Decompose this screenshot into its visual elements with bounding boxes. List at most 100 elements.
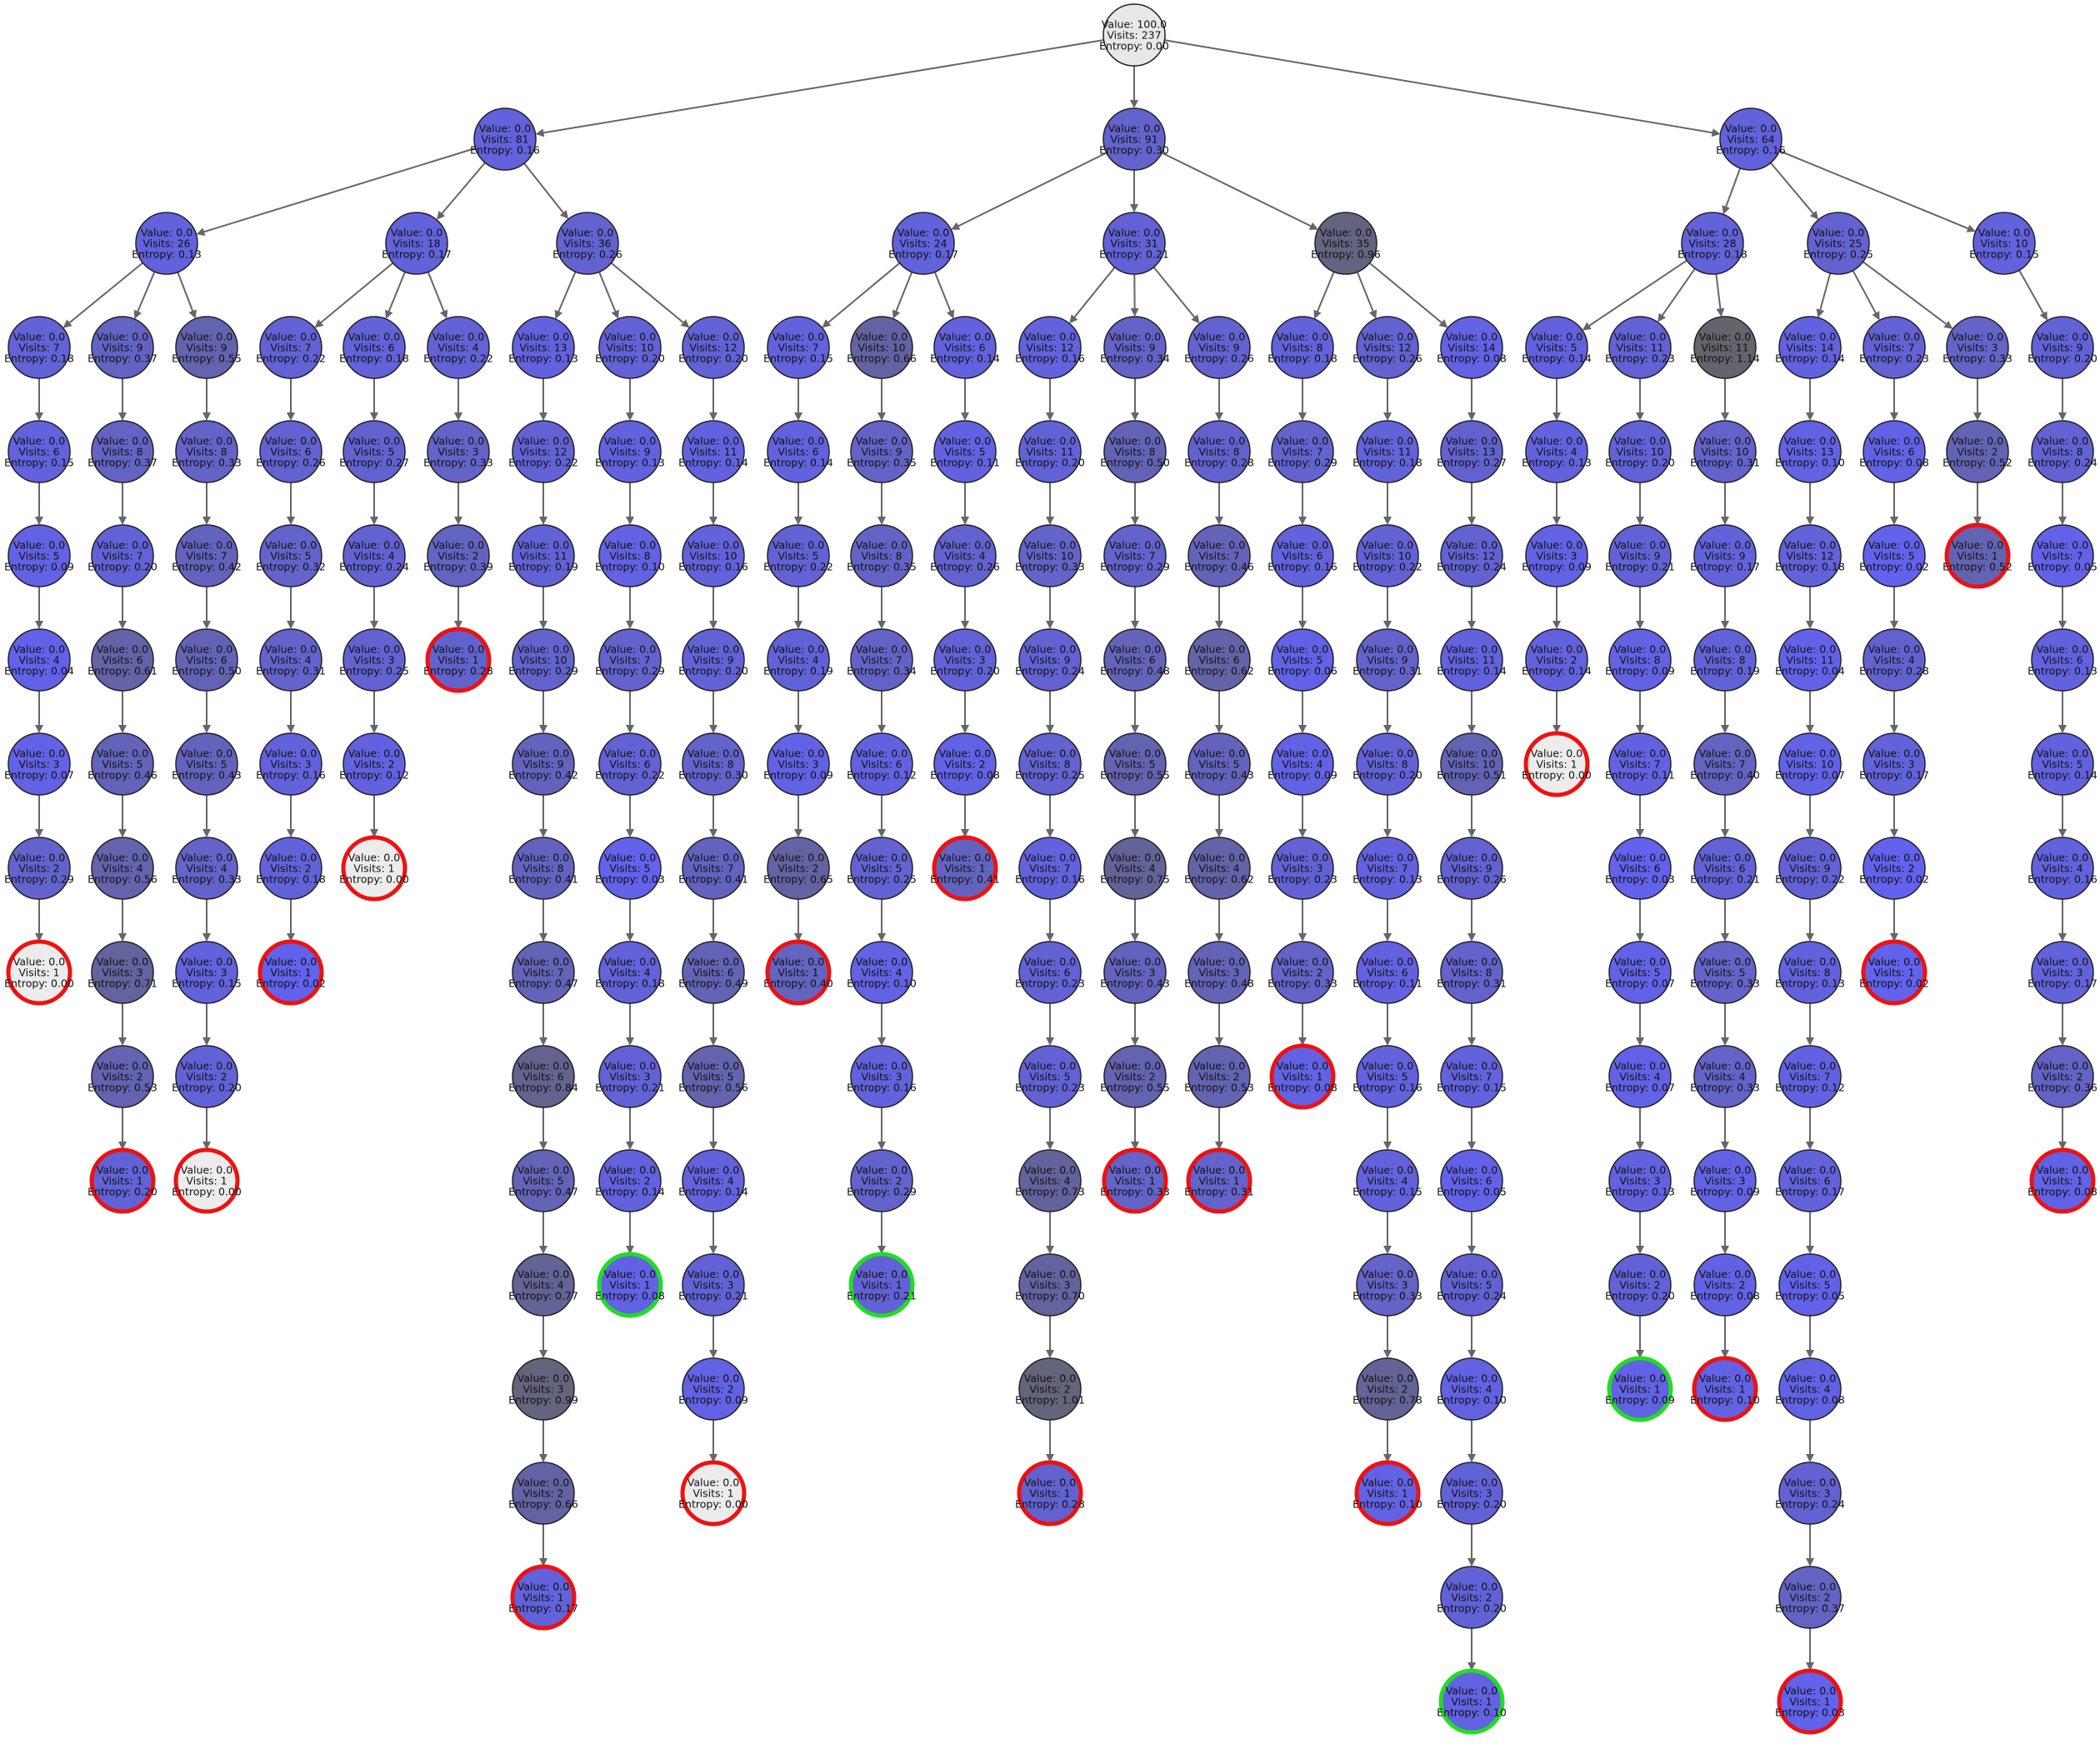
tree-edge — [610, 262, 689, 327]
node-value-label: Value: 0.0 — [1193, 956, 1245, 968]
node-circle — [91, 316, 154, 379]
node-entropy-label: Entropy: 0.08 — [1690, 1290, 1760, 1302]
node-visits-label: Visits: 6 — [18, 446, 59, 458]
node-visits-label: Visits: 7 — [1114, 550, 1155, 562]
node-visits-label: Visits: 13 — [519, 342, 567, 354]
node-circle — [1018, 1357, 1082, 1421]
node-entropy-label: Entropy: 0.24 — [1015, 665, 1085, 677]
node-value-label: Value: 0.0 — [1614, 1164, 1666, 1177]
edge-arrowhead — [1468, 1246, 1476, 1254]
edge-arrowhead — [35, 412, 43, 421]
node-value-label: Value: 0.0 — [1109, 1164, 1161, 1177]
node-visits-label: Visits: 18 — [392, 237, 440, 250]
node-visits-label: Visits: 5 — [944, 446, 985, 458]
edge-arrowhead — [1636, 933, 1644, 942]
node-visits-label: Visits: 3 — [1282, 862, 1322, 875]
edge-arrowhead — [554, 309, 562, 319]
node-entropy-label: Entropy: 0.15 — [4, 457, 74, 469]
edge-arrowhead — [892, 309, 901, 319]
node-entropy-label: Entropy: 0.00 — [678, 1498, 748, 1511]
node-visits-label: Visits: 6 — [353, 342, 394, 354]
node-circle — [342, 316, 406, 379]
node-visits-label: Visits: 8 — [2042, 446, 2082, 458]
edge-arrowhead — [1215, 517, 1223, 525]
node-value-label: Value: 0.0 — [97, 1164, 148, 1177]
node-value-label: Value: 0.0 — [604, 1060, 656, 1072]
node-visits-label: Visits: 6 — [1704, 862, 1745, 875]
node-circle — [1525, 420, 1588, 483]
node-visits-label: Visits: 4 — [944, 550, 985, 562]
node-value-label: Value: 0.0 — [939, 539, 991, 552]
edge-arrowhead — [794, 412, 802, 421]
edge-arrowhead — [1890, 621, 1898, 629]
edge-arrowhead — [1215, 412, 1223, 421]
node-visits-label: Visits: 31 — [1110, 237, 1158, 250]
node-value-label: Value: 0.0 — [518, 956, 569, 968]
node-entropy-label: Entropy: 0.21 — [1605, 561, 1675, 573]
node-entropy-label: Entropy: 0.25 — [339, 665, 409, 677]
node-value-label: Value: 0.0 — [1193, 331, 1245, 343]
node-circle — [933, 316, 997, 379]
edge-arrowhead — [35, 517, 43, 525]
node-value-label: Value: 0.0 — [348, 643, 400, 656]
node-circle — [933, 420, 997, 483]
node-visits-label: Visits: 5 — [692, 1071, 733, 1083]
node-value-label: Value: 0.0 — [265, 852, 317, 864]
node-entropy-label: Entropy: 0.33 — [1352, 1290, 1422, 1302]
node-visits-label: Visits: 6 — [1873, 446, 1914, 458]
edge-arrowhead — [1468, 725, 1476, 733]
node-value-label: Value: 0.0 — [1784, 747, 1836, 760]
node-entropy-label: Entropy: 0.17 — [2028, 977, 2098, 990]
node-visits-label: Visits: 8 — [1451, 967, 1492, 979]
edge-arrowhead — [1046, 517, 1054, 525]
edge-arrowhead — [1468, 1142, 1476, 1150]
node-entropy-label: Entropy: 0.20 — [88, 561, 158, 573]
node-value-label: Value: 0.0 — [1193, 1164, 1245, 1177]
edge-arrowhead — [2058, 829, 2067, 837]
node-circle — [1607, 1356, 1673, 1422]
edge-arrowhead — [1298, 1037, 1307, 1046]
node-value-label: Value: 0.0 — [1699, 435, 1751, 447]
edge-arrowhead — [878, 1037, 886, 1046]
node-value-label: Value: 0.0 — [772, 435, 824, 447]
node-visits-label: Visits: 10 — [519, 654, 567, 667]
node-value-label: Value: 0.0 — [1362, 747, 1413, 760]
node-circle — [135, 212, 198, 275]
edge-arrowhead — [1890, 933, 1898, 942]
tree-edge — [177, 272, 196, 317]
node-visits-label: Visits: 1 — [1367, 1487, 1408, 1500]
node-visits-label: Visits: 2 — [1114, 1071, 1155, 1083]
node-entropy-label: Entropy: 0.05 — [1437, 1186, 1507, 1198]
node-visits-label: Visits: 2 — [1873, 862, 1914, 875]
node-circle — [2031, 420, 2094, 483]
node-value-label: Value: 0.0 — [604, 643, 656, 656]
node-entropy-label: Entropy: 0.17 — [508, 1602, 578, 1615]
node-entropy-label: Entropy: 0.29 — [595, 665, 665, 677]
node-circle — [512, 837, 575, 900]
edge-arrowhead — [1806, 517, 1814, 525]
node-value-label: Value: 0.0 — [1868, 643, 1920, 656]
node-circle — [91, 524, 154, 587]
node-entropy-label: Entropy: 0.22 — [595, 769, 665, 782]
node-value-label: Value: 0.0 — [939, 852, 991, 864]
node-visits-label: Visits: 6 — [609, 758, 650, 771]
edge-arrowhead — [1806, 621, 1814, 629]
node-circle — [850, 1149, 913, 1212]
node-circle — [892, 212, 955, 275]
node-circle — [1777, 1668, 1843, 1735]
node-circle — [1354, 1460, 1421, 1527]
node-entropy-label: Entropy: 0.37 — [88, 457, 158, 469]
node-visits-label: Visits: 7 — [102, 550, 142, 562]
node-value-label: Value: 0.0 — [1952, 539, 2003, 552]
